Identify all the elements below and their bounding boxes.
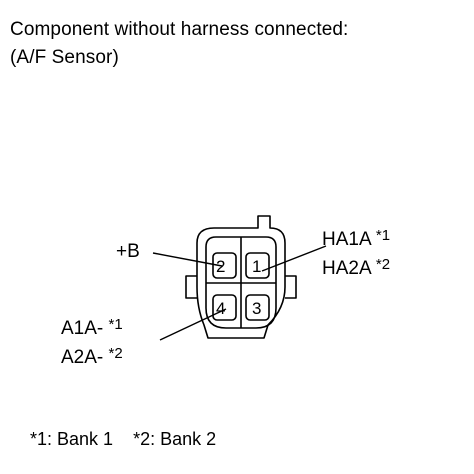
pin-cavity-4 [212, 294, 237, 321]
connector-left-latch [185, 275, 197, 299]
label-a1a: A1A- *1 [61, 316, 123, 339]
leader-line-a1a [159, 308, 227, 341]
pin-number-3: 3 [252, 299, 261, 318]
footnote: *1: Bank 1 *2: Bank 2 [30, 428, 216, 450]
connector-inner-face [205, 236, 277, 329]
leader-line-ha1a [261, 245, 327, 272]
label-plus-b: +B [116, 241, 140, 262]
label-ha1a: HA1A *1 [322, 227, 391, 250]
connector-right-latch [285, 275, 297, 299]
title-line-2: (A/F Sensor) [10, 47, 119, 68]
label-a2a: A2A- *2 [61, 345, 123, 368]
label-ha2a: HA2A *2 [322, 256, 391, 279]
connector-body [185, 215, 297, 339]
pin-cavity-2 [212, 252, 237, 279]
footnote-bank-1: *1: Bank 1 [30, 429, 114, 449]
footnote-bank-2: *2: Bank 2 [133, 429, 217, 449]
leader-line-plus-b [152, 252, 223, 267]
title-line-1: Component without harness connected: [10, 19, 349, 40]
pin-number-1: 1 [252, 257, 261, 276]
pin-number-4: 4 [216, 299, 225, 318]
pin-number-2: 2 [216, 257, 225, 276]
pin-cavity-1 [245, 252, 270, 279]
pin-cavity-3 [245, 294, 270, 321]
